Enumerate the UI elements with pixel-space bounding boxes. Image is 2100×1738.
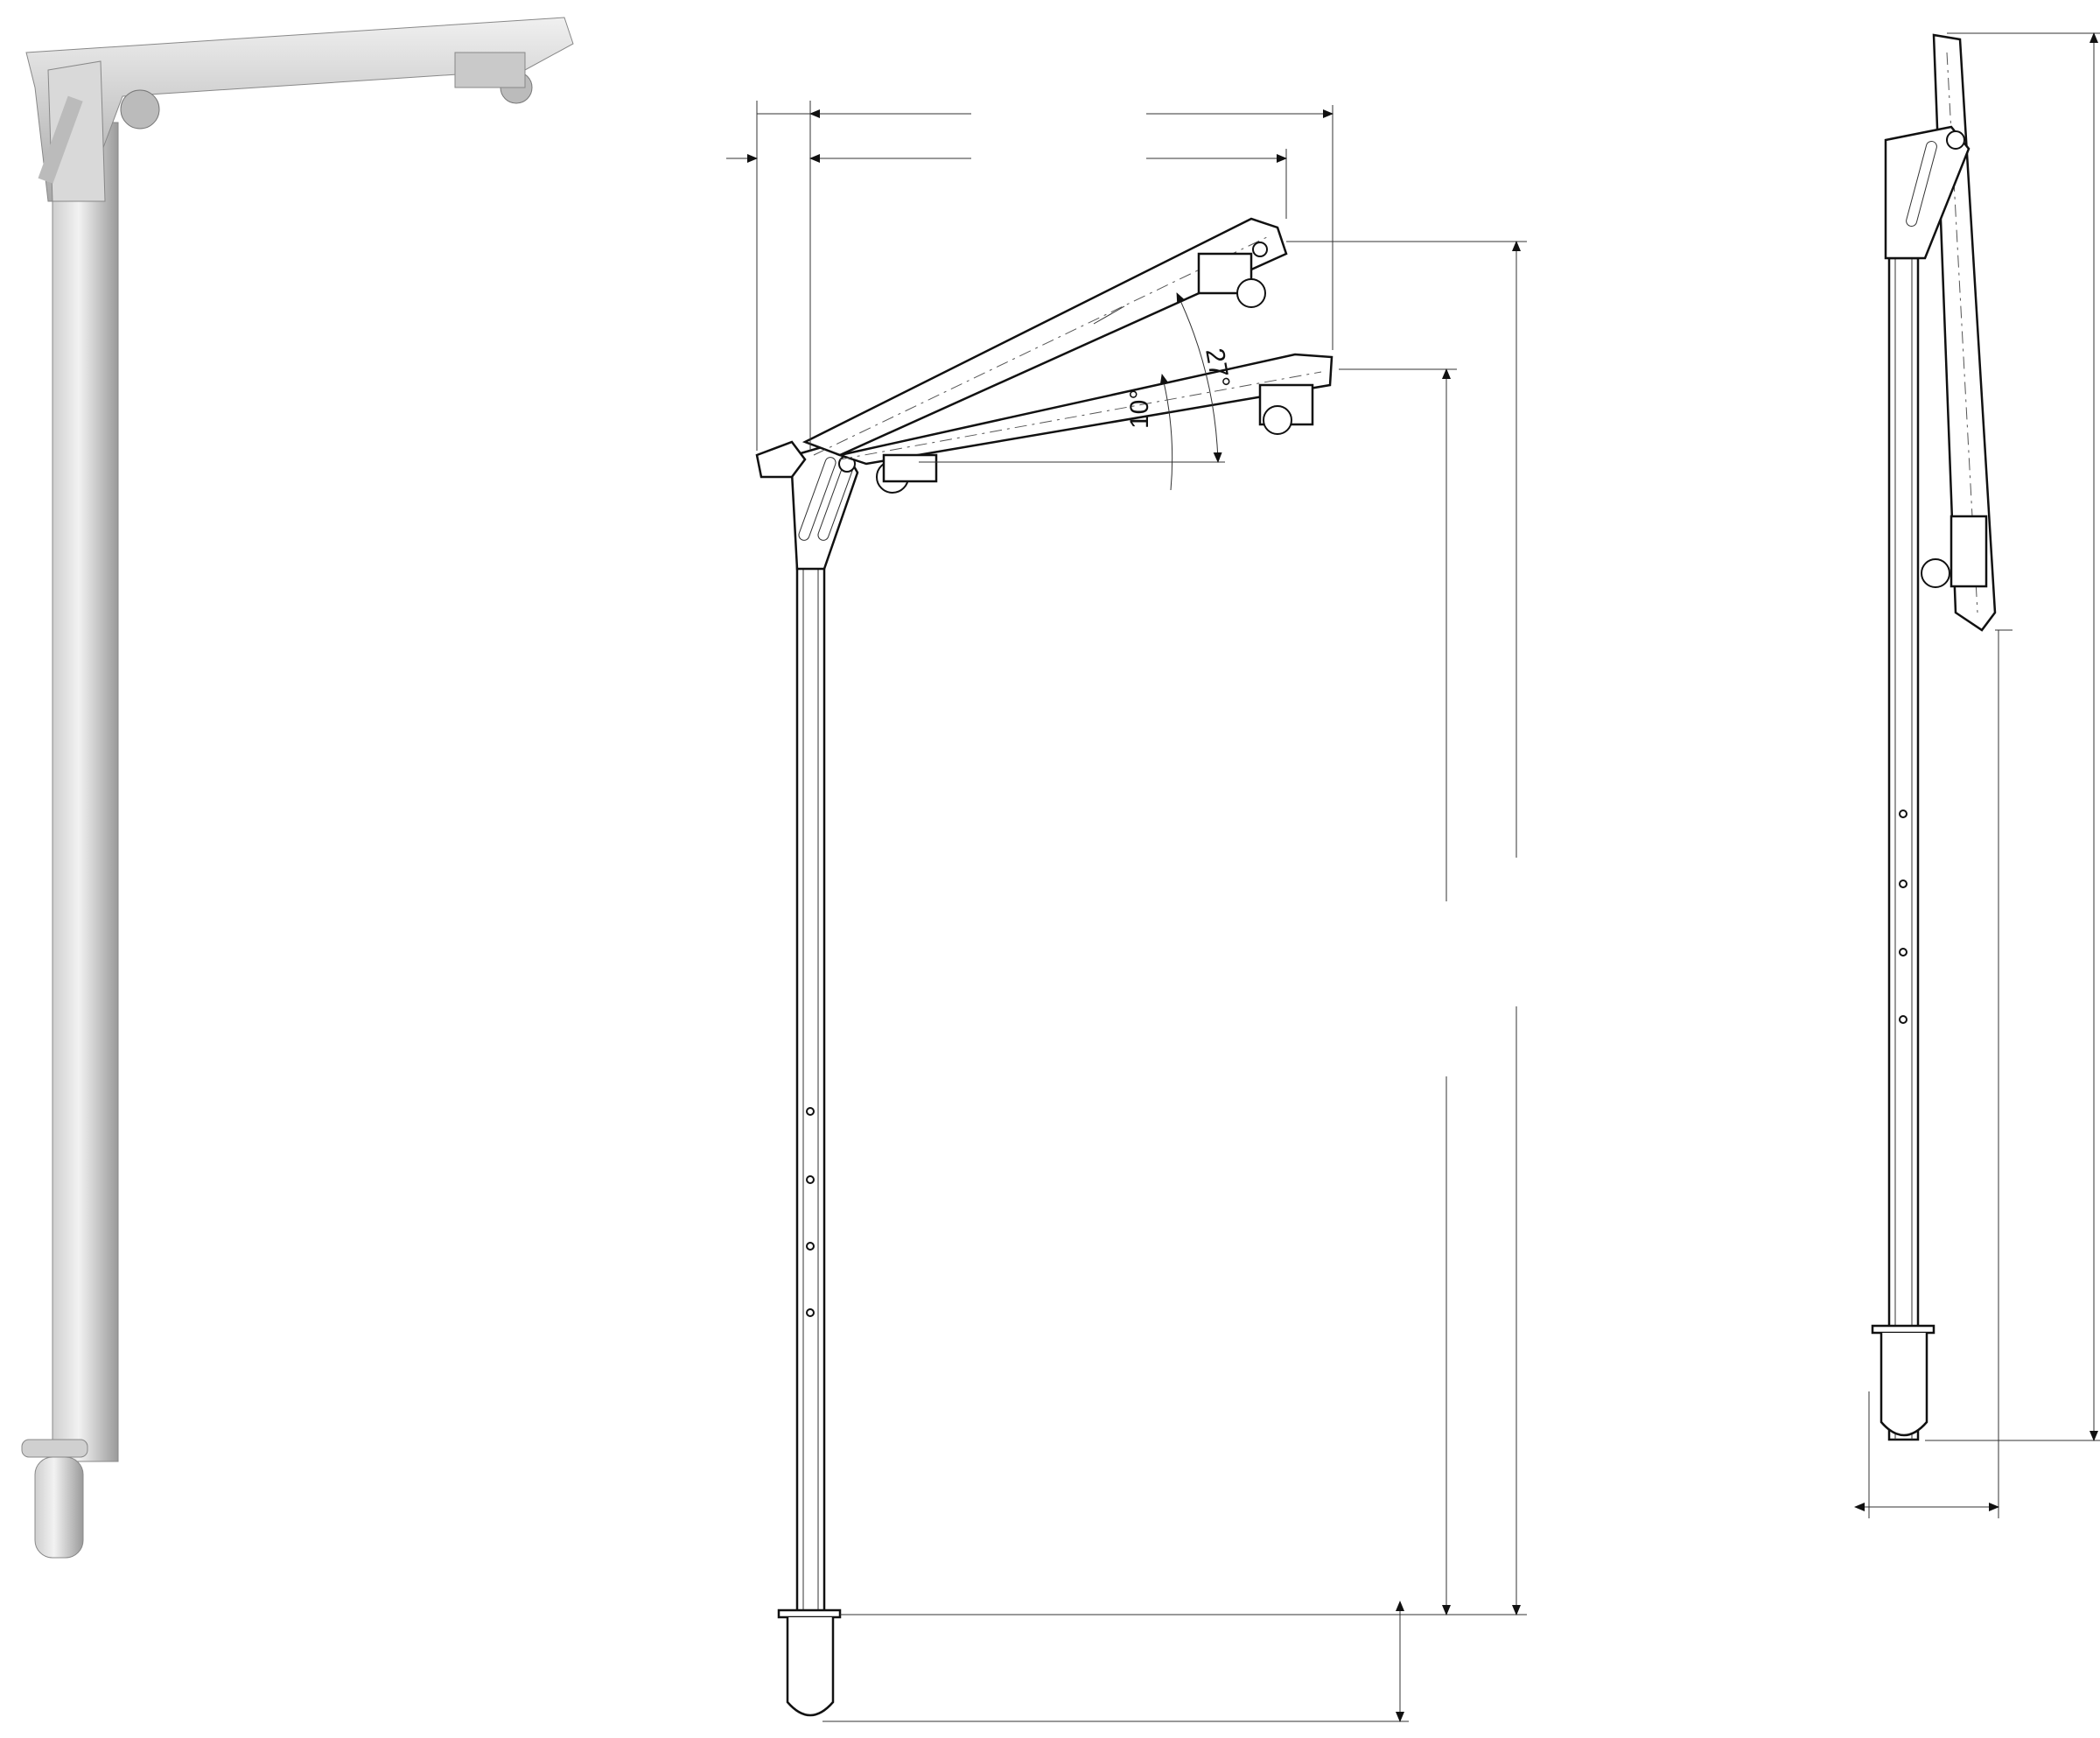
angle-arc-27: [1176, 292, 1222, 463]
angle-label-27: 27°: [1200, 346, 1235, 389]
render-arm: [25, 17, 574, 202]
side-view: [1854, 32, 2100, 1518]
render-view: [21, 17, 574, 1559]
render-foot: [34, 1456, 84, 1559]
side-foot: [1880, 1333, 1928, 1437]
angle-arc-10: [1159, 374, 1173, 491]
front-view: 27° 10°: [726, 101, 1527, 1722]
post-holes: [806, 1107, 815, 1317]
side-post-holes: [1899, 809, 1908, 1024]
side-post: [1887, 256, 1920, 1441]
post: [795, 563, 826, 1616]
angle-label-10: 10°: [1125, 389, 1154, 429]
foot: [786, 1617, 835, 1717]
render-post: [52, 122, 119, 1462]
upper-arm: [802, 217, 1288, 457]
side-head: [1884, 125, 1970, 260]
